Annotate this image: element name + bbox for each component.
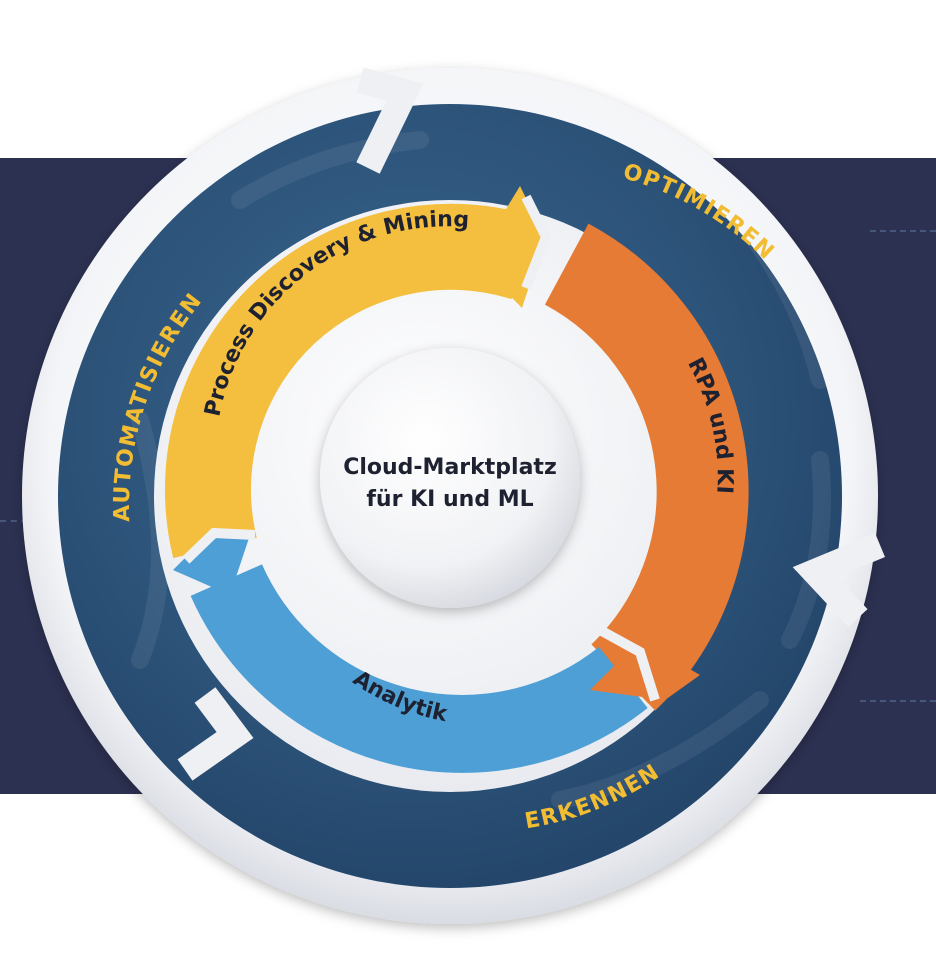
arrow-head-blue (173, 535, 250, 595)
center-circle (320, 348, 580, 608)
ring-texture (131, 131, 831, 809)
arc-rpa (544, 223, 749, 711)
band-dash-line (870, 230, 936, 232)
arc-process-discovery (165, 203, 538, 559)
arc-analytik (190, 563, 648, 773)
band-dash-line (860, 700, 936, 702)
center-label-line1: Cloud-Marktplatz (343, 455, 557, 480)
outer-separators (177, 67, 885, 781)
center-label-line2: für KI und ML (366, 487, 533, 512)
inner-separators (182, 194, 660, 702)
